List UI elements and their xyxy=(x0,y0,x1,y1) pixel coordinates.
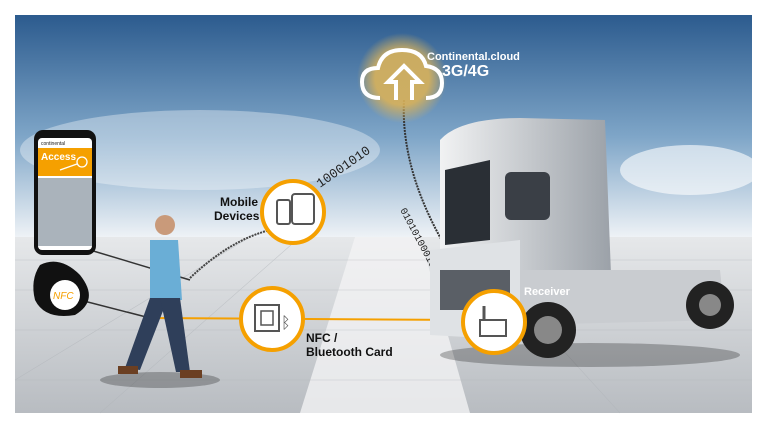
nfc-card-label: NFC / Bluetooth Card xyxy=(306,331,393,359)
cloud-upload-icon[interactable] xyxy=(359,47,445,100)
fob-connector xyxy=(79,299,151,319)
label-line: Devices xyxy=(214,209,260,223)
cloud-network: 3G/4G xyxy=(442,63,490,80)
mobile-devices-label: Mobile Devices xyxy=(214,195,260,223)
label-line: NFC / xyxy=(306,331,338,345)
nfc-link-line xyxy=(149,317,471,321)
person xyxy=(100,215,220,388)
receiver-label: Receiver xyxy=(524,286,570,298)
phone-brand: continental xyxy=(41,141,65,147)
receiver-icon[interactable] xyxy=(461,289,527,355)
cloud-title: Continental.cloud xyxy=(427,51,520,63)
key-icon xyxy=(59,156,88,171)
phone-access-title: Access xyxy=(41,152,76,163)
mobile-devices-icon[interactable] xyxy=(260,179,326,245)
nfc-bluetooth-card-icon[interactable]: ᛒ xyxy=(239,286,305,352)
label-line: Bluetooth Card xyxy=(306,345,393,359)
nfc-key-fob xyxy=(33,261,89,316)
fob-label: NFC xyxy=(53,291,74,302)
truck xyxy=(430,118,740,367)
phone-illustration xyxy=(34,130,96,255)
label-line: Mobile xyxy=(220,195,258,209)
svg-text:ᛒ: ᛒ xyxy=(281,315,291,332)
